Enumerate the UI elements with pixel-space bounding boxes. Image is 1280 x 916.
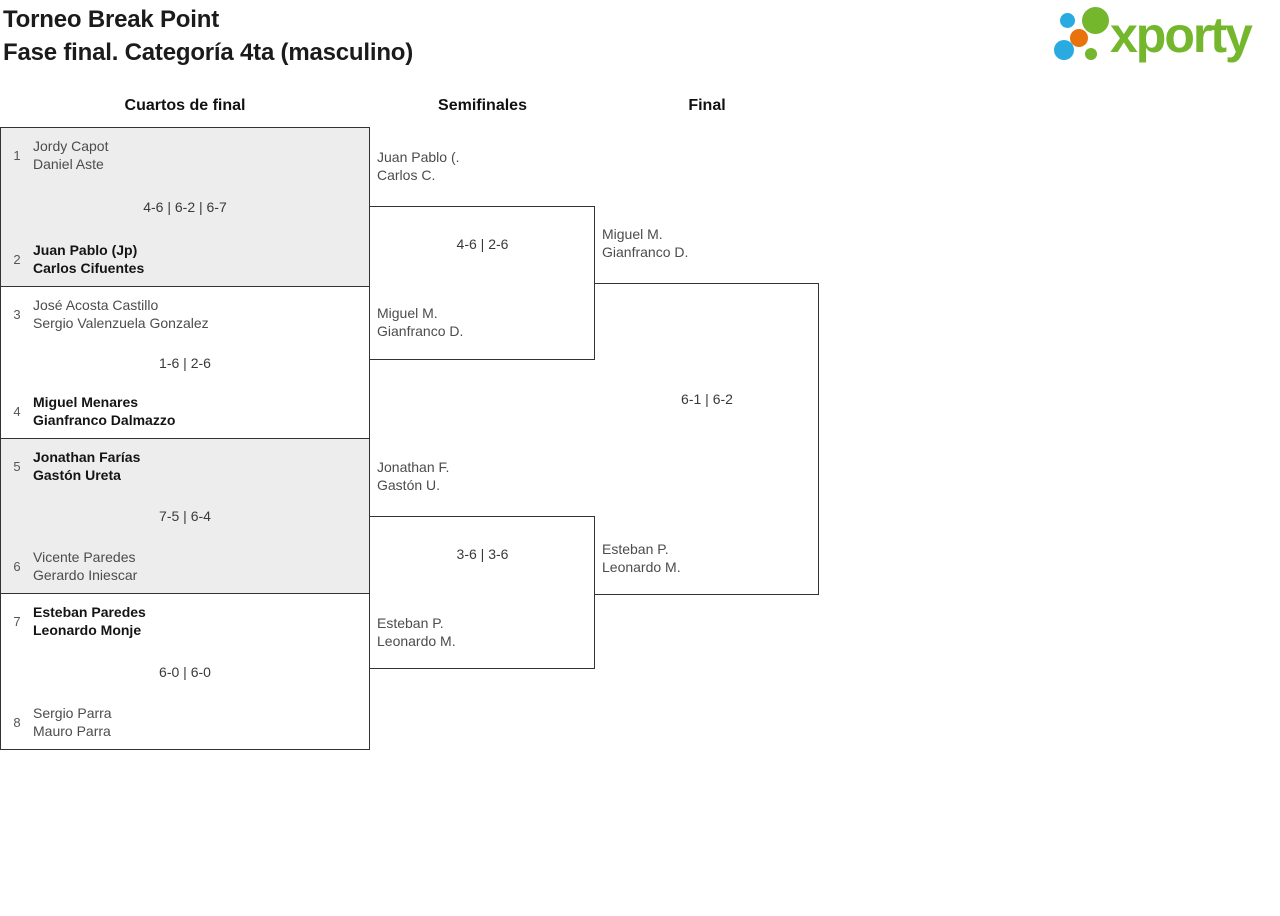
match-score: 6-0 | 6-0 xyxy=(159,663,211,680)
team-names: Juan Pablo (Jp) Carlos Cifuentes xyxy=(33,242,145,276)
seed-number: 3 xyxy=(13,306,21,322)
match-semifinal-1: Juan Pablo (. Carlos C. 4-6 | 2-6 Miguel… xyxy=(370,140,595,360)
seed-number: 7 xyxy=(13,613,21,629)
match-quarterfinal-4: 7 Esteban Paredes Leonardo Monje 6-0 | 6… xyxy=(0,593,370,750)
match-score: 4-6 | 6-2 | 6-7 xyxy=(143,199,227,215)
tournament-name: Torneo Break Point xyxy=(3,6,219,33)
team-entry: 2 Juan Pablo (Jp) Carlos Cifuentes xyxy=(9,241,144,277)
logo-dot-orange-icon xyxy=(1070,29,1088,47)
seed-number: 8 xyxy=(13,714,21,730)
team-entry: 1 Jordy Capot Daniel Aste xyxy=(9,137,108,173)
page-title: Torneo Break Point Fase final. Categoría… xyxy=(3,3,413,69)
xporty-logo: xporty xyxy=(1050,0,1278,72)
seed-number: 4 xyxy=(13,403,21,419)
team-names: Miguel M. Gianfranco D. xyxy=(602,226,689,260)
team-names: Sergio Parra Mauro Parra xyxy=(33,705,112,739)
match-score: 4-6 | 2-6 xyxy=(456,236,509,252)
seed-number: 5 xyxy=(13,458,21,474)
team-entry: 5 Jonathan Farías Gastón Ureta xyxy=(9,448,140,484)
seed-number: 6 xyxy=(13,558,21,574)
column-header-semifinals: Semifinales xyxy=(438,97,527,114)
match-score: 7-5 | 6-4 xyxy=(159,508,211,524)
match-quarterfinal-1: 1 Jordy Capot Daniel Aste 4-6 | 6-2 | 6-… xyxy=(0,127,370,286)
logo-dot-blue-small-icon xyxy=(1060,13,1075,28)
logo-wordmark: xporty xyxy=(1110,7,1253,63)
team-entry: 4 Miguel Menares Gianfranco Dalmazzo xyxy=(9,393,175,429)
team-entry: 8 Sergio Parra Mauro Parra xyxy=(9,704,112,740)
team-names: Esteban P. Leonardo M. xyxy=(377,615,456,649)
team-names: Jonathan Farías Gastón Ureta xyxy=(33,449,141,483)
match-box xyxy=(370,206,595,360)
match-score: 3-6 | 3-6 xyxy=(456,546,509,562)
tournament-phase: Fase final. Categoría 4ta (masculino) xyxy=(3,39,414,66)
team-names: Miguel M. Gianfranco D. xyxy=(377,305,464,339)
team-names: Miguel Menares Gianfranco Dalmazzo xyxy=(33,394,176,428)
team-names: Jonathan F. Gastón U. xyxy=(377,459,450,493)
match-quarterfinal-3: 5 Jonathan Farías Gastón Ureta 7-5 | 6-4… xyxy=(0,438,370,593)
seed-number: 2 xyxy=(13,251,21,267)
match-score: 1-6 | 2-6 xyxy=(159,354,211,371)
seed-number: 1 xyxy=(13,147,21,163)
team-names: Esteban Paredes Leonardo Monje xyxy=(33,604,146,638)
team-names: José Acosta Castillo Sergio Valenzuela G… xyxy=(33,297,209,331)
match-box xyxy=(595,283,819,595)
team-names: Vicente Paredes Gerardo Iniescar xyxy=(33,549,138,583)
match-score: 6-1 | 6-2 xyxy=(681,391,733,407)
match-final: Miguel M. Gianfranco D. 6-1 | 6-2 Esteba… xyxy=(595,217,819,595)
logo-dot-green-large-icon xyxy=(1082,7,1109,34)
match-semifinal-2: Jonathan F. Gastón U. 3-6 | 3-6 Esteban … xyxy=(370,450,595,669)
team-entry: 3 José Acosta Castillo Sergio Valenzuela… xyxy=(9,296,209,332)
logo-dot-blue-large-icon xyxy=(1054,40,1074,60)
logo-dot-green-small-icon xyxy=(1085,48,1097,60)
team-names: Jordy Capot Daniel Aste xyxy=(33,138,109,172)
team-entry: 7 Esteban Paredes Leonardo Monje xyxy=(9,603,146,639)
team-names: Juan Pablo (. Carlos C. xyxy=(377,149,460,183)
team-entry: 6 Vicente Paredes Gerardo Iniescar xyxy=(9,548,137,584)
column-header-final: Final xyxy=(688,97,726,114)
team-names: Esteban P. Leonardo M. xyxy=(602,541,681,575)
match-quarterfinal-2: 3 José Acosta Castillo Sergio Valenzuela… xyxy=(0,286,370,438)
match-box xyxy=(370,516,595,669)
column-header-quarterfinals: Cuartos de final xyxy=(124,97,246,114)
